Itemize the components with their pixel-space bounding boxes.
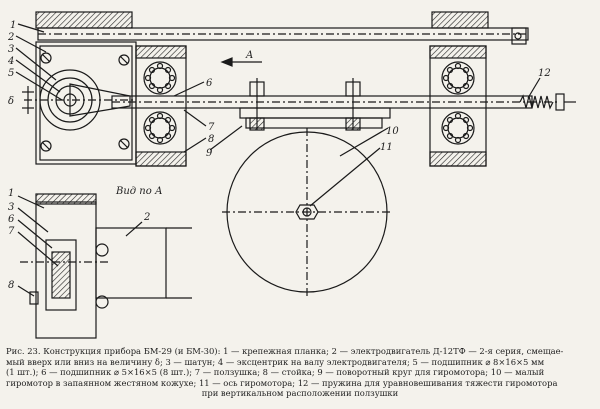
caption-line-2: мый вверх или вниз на величину δ; 3 — ша… — [6, 356, 545, 367]
caption-line-3: (1 шт.); 6 — подшипник ⌀ 5×16×5 (8 шт.);… — [6, 367, 545, 378]
label-3: 3 — [8, 44, 14, 55]
motor-body-view-a — [95, 227, 167, 299]
label-delta: δ — [8, 96, 14, 107]
label-10: 10 — [386, 126, 399, 137]
label-view-1: 1 — [8, 188, 14, 199]
mechanism-drawing: 1 2 3 4 5 δ 6 7 8 9 10 11 12 A Вид по А … — [7, 11, 576, 339]
caption-line-5: при вертикальном расположении ползушки — [201, 388, 399, 399]
label-2: 2 — [7, 32, 14, 43]
label-view-6: 6 — [8, 214, 15, 225]
label-1: 1 — [10, 20, 16, 31]
bearing-left-bottom — [143, 111, 177, 145]
label-view-7: 7 — [8, 226, 15, 237]
top-left-post — [35, 11, 133, 29]
bearing-left-top — [143, 61, 177, 95]
caption-line-1: Рис. 23. Конструкция прибора БМ-29 (и БМ… — [6, 346, 564, 356]
gyromotor-axis — [222, 128, 392, 296]
delta-offset-marks — [22, 86, 34, 114]
figure-caption: Рис. 23. Конструкция прибора БМ-29 (и БМ… — [6, 346, 594, 399]
slider-bolts — [249, 78, 361, 131]
label-view-8: 8 — [8, 280, 14, 291]
label-arrow-a: A — [245, 50, 253, 61]
label-8: 8 — [208, 134, 214, 145]
label-7: 7 — [208, 122, 215, 133]
view-arrow-a — [220, 57, 262, 67]
view-a — [20, 193, 192, 339]
spring — [519, 94, 554, 110]
bearing-right-bottom — [441, 111, 475, 145]
label-view-3: 3 — [8, 202, 14, 213]
caption-line-4: гиромотор в запаянном жестяном кожухе; 1… — [6, 377, 558, 388]
label-9: 9 — [206, 148, 213, 159]
label-4: 4 — [7, 56, 14, 67]
label-view-2: 2 — [143, 212, 150, 223]
connecting-rod — [69, 83, 131, 117]
label-12: 12 — [538, 68, 551, 79]
view-title: Вид по А — [115, 186, 163, 197]
label-11: 11 — [380, 142, 393, 153]
top-right-post — [431, 11, 489, 29]
bearing-right-top — [441, 61, 475, 95]
label-6: 6 — [206, 78, 213, 89]
label-5: 5 — [8, 68, 14, 79]
